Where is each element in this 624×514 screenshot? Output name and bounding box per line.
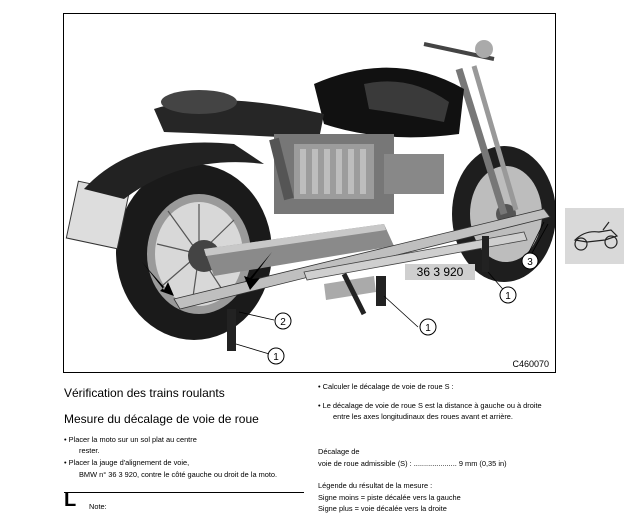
callout-circle: [419, 318, 437, 336]
callout-circle: [274, 312, 292, 330]
section-heading: Vérification des trains roulants: [64, 386, 225, 400]
note-marker: L: [64, 489, 77, 511]
callout-label: 1: [273, 352, 279, 363]
instruction-line: • Placer la moto sur un sol plat au cent…: [64, 435, 197, 444]
instruction-line: • Calculer le décalage de voie de roue S…: [318, 382, 454, 391]
callout-label: 2: [280, 317, 286, 328]
callout-label: 1: [425, 323, 431, 334]
section-tab: [565, 208, 624, 264]
section-subheading: Mesure du décalage de voie de roue: [64, 412, 259, 426]
legend-title: Légende du résultat de la mesure :: [318, 481, 433, 490]
motorcycle-illustration: 1 2 1 1 3 36 3 920 C460070: [63, 13, 556, 373]
spec-label: Décalage de: [318, 447, 360, 456]
motorcycle-drawing: 1 2 1 1 3: [64, 14, 555, 372]
figure-code: C460070: [512, 359, 549, 369]
note-label: Note:: [89, 502, 107, 511]
callout-label: 1: [505, 291, 511, 302]
motorcycle-thumbnail-icon: [573, 221, 619, 251]
callout-label: 3: [527, 257, 533, 268]
instruction-line: rester.: [79, 446, 100, 455]
instruction-line: • Le décalage de voie de roue S est la d…: [318, 401, 542, 410]
instruction-line: • Placer la jauge d'alignement de voie,: [64, 458, 190, 467]
divider: [64, 492, 304, 493]
legend-item: Signe moins = piste décalée vers la gauc…: [318, 493, 461, 502]
callout-circle: [499, 286, 517, 304]
instruction-line: BMW n° 36 3 920, contre le côté gauche o…: [79, 470, 278, 479]
spec-value: voie de roue admissible (S) : ..........…: [318, 459, 507, 468]
callout-circle: [267, 347, 285, 365]
instruction-line: entre les axes longitudinaux des roues a…: [333, 412, 513, 421]
callout-circle: [521, 252, 539, 270]
tool-reference-label: 36 3 920: [405, 264, 475, 280]
